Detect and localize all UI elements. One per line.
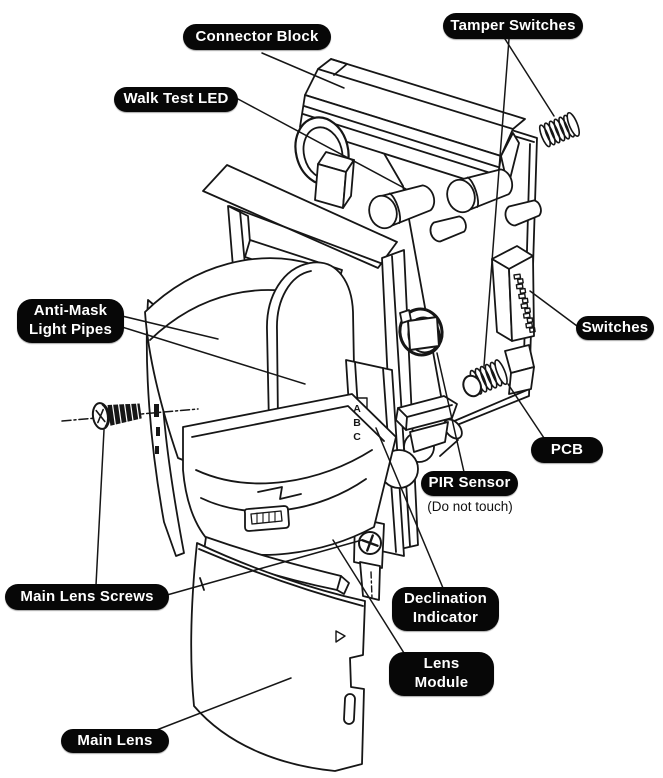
- connector-block-part: [299, 58, 526, 190]
- dip-switches-part: [491, 245, 536, 342]
- leader-main-lens-screws-2: [166, 539, 363, 596]
- bracket-part: [395, 395, 458, 453]
- leader-connector-block: [261, 52, 345, 89]
- leader-anti-mask-1: [121, 315, 219, 340]
- callout-tamper-switches: Tamper Switches: [443, 13, 583, 39]
- callout-main-lens-screws: Main Lens Screws: [5, 584, 169, 610]
- leader-tamper-bottom: [483, 38, 510, 367]
- leader-pcb: [507, 383, 545, 439]
- leader-walk-test-led: [237, 98, 407, 190]
- main-lens-screw-part: [61, 402, 199, 430]
- leader-anti-mask-2: [121, 326, 306, 385]
- declination-scale-letter: C: [353, 431, 361, 443]
- pir-sensor-part: [398, 307, 444, 357]
- tamper-switch-bottom-part: [462, 359, 508, 398]
- led-lens-part: [294, 116, 355, 209]
- main-lens-part: [190, 542, 366, 772]
- leader-pir-sensor: [436, 352, 465, 473]
- walk-test-led-part: [368, 168, 542, 243]
- callout-main-lens: Main Lens: [61, 729, 169, 753]
- declination-scale: A B C: [353, 403, 361, 443]
- callout-declination-indicator: Declination Indicator: [392, 587, 499, 631]
- leader-lens-module: [332, 539, 405, 654]
- lens-tray-part: [182, 393, 397, 556]
- callout-connector-block: Connector Block: [183, 24, 331, 50]
- callout-walk-test-led: Walk Test LED: [114, 87, 238, 112]
- callout-pir-sensor: PIR Sensor: [421, 471, 518, 496]
- callout-anti-mask-light-pipes: Anti-Mask Light Pipes: [17, 299, 124, 343]
- leader-switches: [529, 290, 578, 327]
- pir-sensor-note: (Do not touch): [427, 498, 513, 514]
- leader-lines: [95, 38, 578, 732]
- leader-main-lens-screws-1: [95, 429, 105, 586]
- callout-switches: Switches: [576, 316, 654, 340]
- tamper-switch-top-part: [538, 111, 580, 148]
- leader-main-lens: [153, 677, 292, 732]
- declination-scale-letter: B: [353, 417, 361, 429]
- leader-declination: [375, 427, 444, 589]
- declination-scale-letter: A: [353, 403, 361, 415]
- leader-tamper-top: [504, 38, 555, 117]
- callout-pcb: PCB: [531, 437, 603, 463]
- callout-lens-module: Lens Module: [389, 652, 494, 696]
